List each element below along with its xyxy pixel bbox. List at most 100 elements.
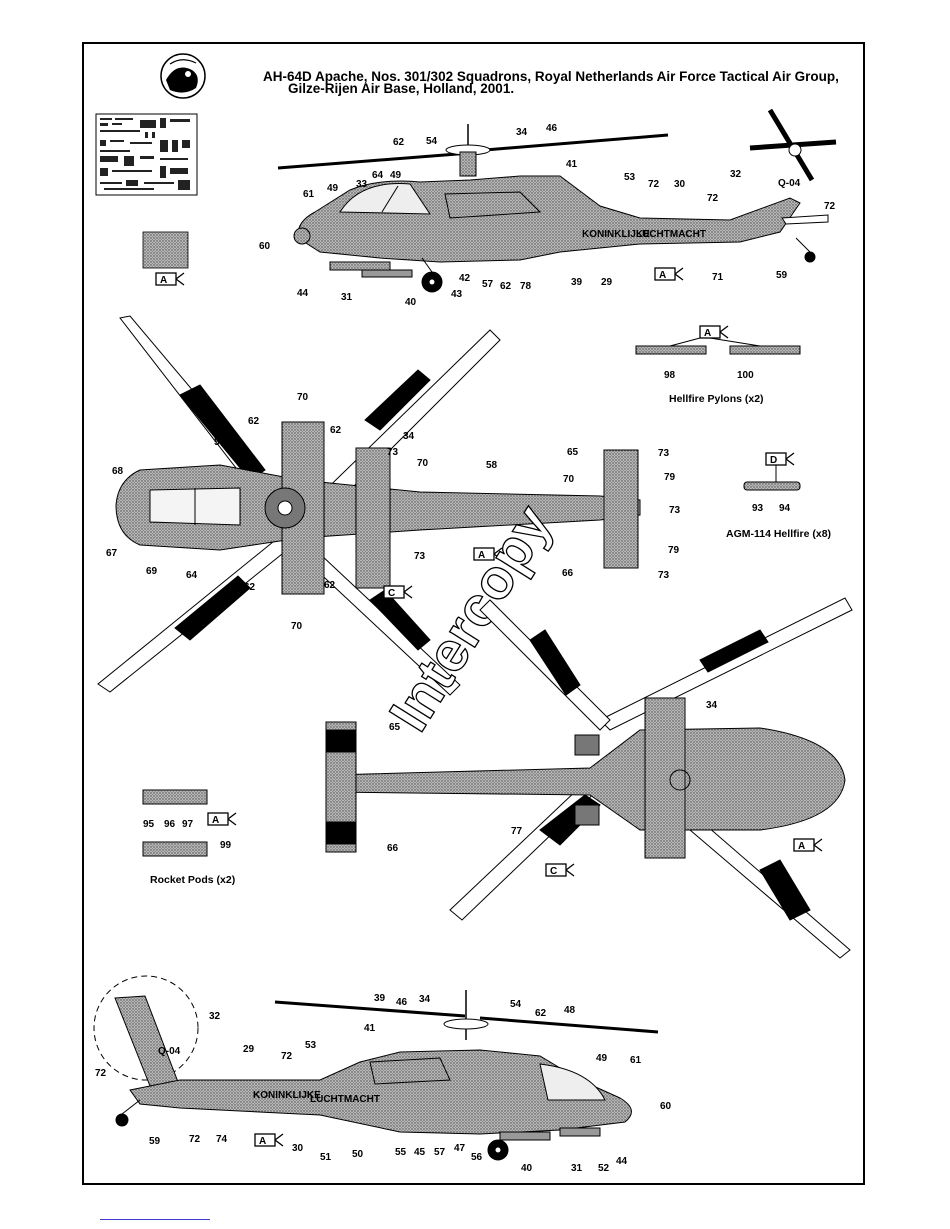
svg-text:D: D <box>770 455 777 466</box>
flag-a-left: A <box>254 1133 284 1147</box>
callout-side_right-31: 31 <box>341 292 353 303</box>
svg-text:C: C <box>388 588 395 599</box>
callout-side_right-43: 43 <box>451 289 463 300</box>
flag-c-bottom: C <box>545 863 575 877</box>
callout-top-70: 70 <box>417 458 429 469</box>
callout-side_left-62: 62 <box>535 1008 547 1019</box>
callout-side_left-50: 50 <box>352 1149 364 1160</box>
callout-side_left-74: 74 <box>216 1134 228 1145</box>
callout-top-70: 70 <box>291 621 303 632</box>
callout-top-65: 65 <box>567 447 579 458</box>
callout-side_right-32: 32 <box>730 169 742 180</box>
callout-top-66: 66 <box>562 568 574 579</box>
publisher-logo-icon <box>160 53 206 99</box>
callout-side_right-57: 57 <box>482 279 494 290</box>
callout-side_right-41: 41 <box>566 159 578 170</box>
callout-top-56: 56 <box>214 437 226 448</box>
callout-side_left-30: 30 <box>292 1143 304 1154</box>
callout-bottom-77: 77 <box>511 826 523 837</box>
callout-side_left-55: 55 <box>395 1147 407 1158</box>
svg-text:A: A <box>659 270 666 281</box>
callout-top-73: 73 <box>414 551 426 562</box>
callout-side_right-54: 54 <box>426 136 438 147</box>
luchtmacht-marking: LUCHTMACHT <box>636 229 706 240</box>
footer-link-rule <box>100 1219 210 1220</box>
callout-side_left-46: 46 <box>396 997 408 1008</box>
callout-side_right-59: 59 <box>776 270 788 281</box>
callout-top-68: 68 <box>112 466 124 477</box>
callout-side_right-34: 34 <box>516 127 528 138</box>
svg-text:A: A <box>478 550 485 561</box>
bottom-view <box>325 597 853 959</box>
callout-side_left-52: 52 <box>598 1163 610 1174</box>
callout-top-58: 58 <box>486 460 498 471</box>
callout-side_right-62: 62 <box>500 281 512 292</box>
callout-side_right-72: 72 <box>824 201 836 212</box>
serial-marking-left: Q-04 <box>158 1046 181 1057</box>
luchtmacht-marking-left: LUCHTMACHT <box>310 1094 380 1105</box>
callout-side_left-61: 61 <box>630 1055 642 1066</box>
callout-side_right-71: 71 <box>712 272 724 283</box>
callout-top-79: 79 <box>664 472 676 483</box>
callout-side_right-72: 72 <box>648 179 660 190</box>
callout-top-70: 70 <box>297 392 309 403</box>
callout-side_left-41: 41 <box>364 1023 376 1034</box>
callout-side_right-33: 33 <box>356 179 368 190</box>
sheet-frame <box>82 42 865 1185</box>
callout-side_left-48: 48 <box>564 1005 576 1016</box>
callout-side_right-29: 29 <box>601 277 613 288</box>
koninklijke-marking: KONINKLIJKE <box>582 229 650 240</box>
flag-a-top: A <box>473 547 503 561</box>
flag-a-right-2: A <box>654 267 684 281</box>
callout-side_left-54: 54 <box>510 999 522 1010</box>
svg-text:C: C <box>550 866 557 877</box>
callout-side_left-40: 40 <box>521 1163 533 1174</box>
callout-hellfire-93: 93 <box>752 503 764 514</box>
flag-c-top: C <box>383 585 413 599</box>
callout-side_right-60: 60 <box>259 241 271 252</box>
callout-side_right-39: 39 <box>571 277 583 288</box>
callout-top-73: 73 <box>387 447 399 458</box>
callout-side_left-45: 45 <box>414 1147 426 1158</box>
callout-top-73: 73 <box>658 448 670 459</box>
callout-bottom-65: 65 <box>389 722 401 733</box>
callout-rocket-99: 99 <box>220 840 232 851</box>
flag-a-bottom: A <box>793 838 823 852</box>
rocket-pods-detail: A <box>142 789 237 857</box>
callout-side_right-53: 53 <box>624 172 636 183</box>
callout-top-62: 62 <box>324 580 336 591</box>
callout-pylons-98: 98 <box>664 370 676 381</box>
callout-side_left-72: 72 <box>281 1051 293 1062</box>
callout-rocket-95: 95 <box>143 819 155 830</box>
callout-top-73: 73 <box>669 505 681 516</box>
callout-side_left-47: 47 <box>454 1143 466 1154</box>
callout-hellfire-94: 94 <box>779 503 791 514</box>
callout-side_left-59: 59 <box>149 1136 161 1147</box>
callout-side_left-53: 53 <box>305 1040 317 1051</box>
callout-side_right-42: 42 <box>459 273 471 284</box>
callout-side_left-49: 49 <box>596 1053 608 1064</box>
side-view-right <box>277 108 837 293</box>
serial-marking-right: Q-04 <box>778 178 801 189</box>
hellfire-pylons-caption: Hellfire Pylons (x2) <box>669 393 764 405</box>
callout-bottom-66: 66 <box>387 843 399 854</box>
callout-top-79: 79 <box>668 545 680 556</box>
svg-text:A: A <box>259 1136 266 1147</box>
callout-side_right-78: 78 <box>520 281 532 292</box>
hellfire-pylons: A <box>635 325 801 355</box>
callout-side_left-44: 44 <box>616 1156 628 1167</box>
callout-side_left-72: 72 <box>189 1134 201 1145</box>
callout-pylons-100: 100 <box>737 370 754 381</box>
agm114-hellfire: D <box>743 452 801 491</box>
callout-side_right-61: 61 <box>303 189 315 200</box>
callout-side_left-72: 72 <box>95 1068 107 1079</box>
page-title-line2: Gilze-Rijen Air Base, Holland, 2001. <box>288 81 515 96</box>
callout-top-34: 34 <box>403 431 415 442</box>
koninklijke-marking-left: KONINKLIJKE <box>253 1090 321 1101</box>
callout-side_left-31: 31 <box>571 1163 583 1174</box>
callout-side_left-29: 29 <box>243 1044 255 1055</box>
svg-text:A: A <box>798 841 805 852</box>
callout-side_left-57: 57 <box>434 1147 446 1158</box>
